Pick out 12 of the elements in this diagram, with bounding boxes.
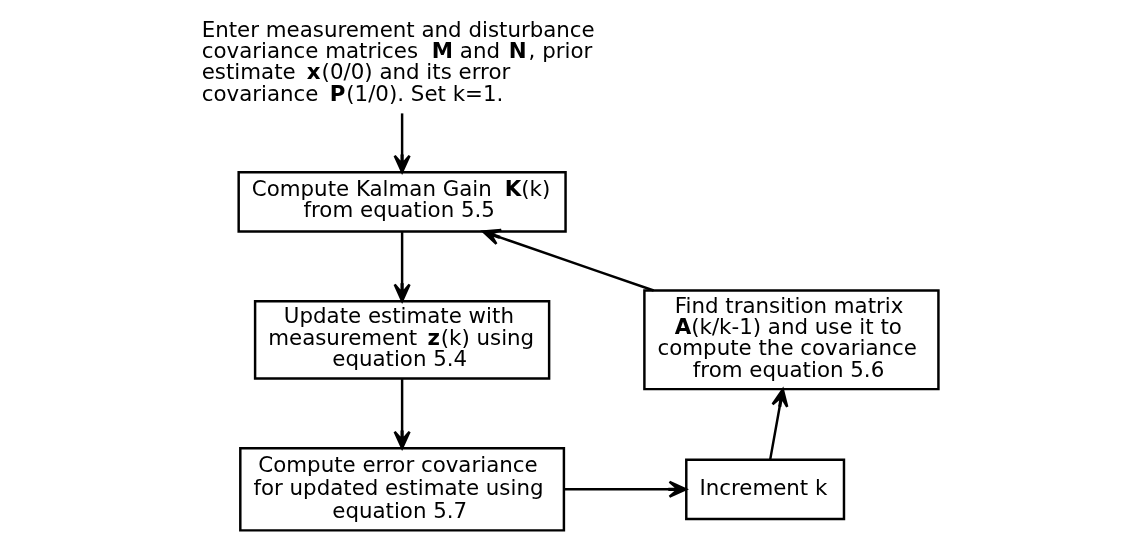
arrow bbox=[393, 232, 411, 303]
node-box: Update estimate with measurement z(k) using equation 5.4 bbox=[253, 300, 551, 380]
node-box: Compute Kalman Gain K(k) from equation 5.5 bbox=[237, 171, 567, 233]
arrow bbox=[564, 480, 688, 498]
arrow bbox=[393, 113, 411, 174]
arrow bbox=[393, 379, 411, 450]
node-box: Find transition matrix A(k/k-1) and use it to compute the covariance from equation 5.6 bbox=[643, 289, 940, 391]
node-text: Enter measurement and disturbance covariance matrices M and N, prior estimate x(0/0) and its error covariance P(1/0). Set k=1. bbox=[201, 16, 595, 106]
arrow bbox=[482, 228, 655, 292]
node-box: Compute error covariance for updated estimate using equation 5.7 bbox=[239, 447, 566, 532]
arrow bbox=[769, 388, 789, 460]
node-box: Increment k bbox=[685, 458, 846, 521]
